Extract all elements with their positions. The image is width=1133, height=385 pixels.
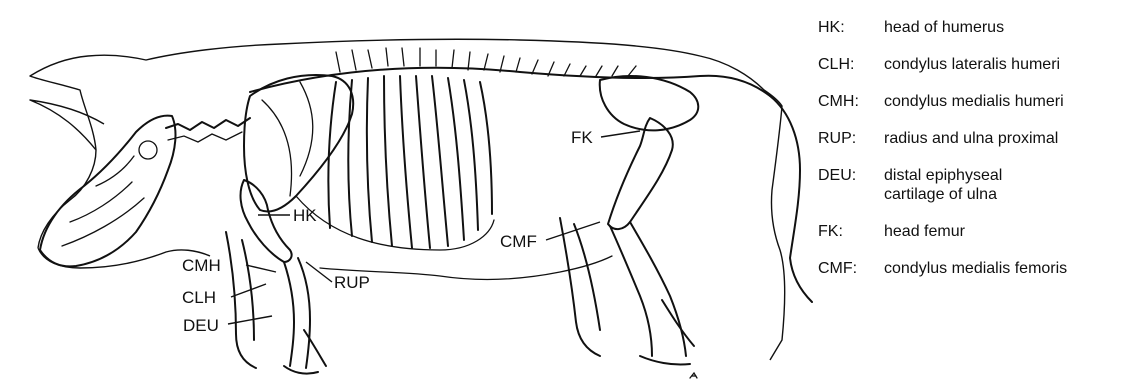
legend-abbr: CMH: <box>818 92 859 111</box>
pointer-cmh <box>246 265 276 272</box>
pointer-lines <box>228 131 640 324</box>
fore-leg-near <box>226 232 256 368</box>
hind-tibia <box>610 226 652 356</box>
artist-mark <box>690 373 697 378</box>
pelvis <box>600 76 699 130</box>
pointer-clh <box>231 284 266 297</box>
legend-desc: head of humerus <box>884 18 1130 37</box>
scapula-spine <box>262 82 313 196</box>
legend-abbr: DEU: <box>818 166 856 185</box>
pointer-cmf <box>546 222 600 240</box>
pointer-rup <box>306 262 332 282</box>
legend-desc: condylus medialis femoris <box>884 259 1130 278</box>
legend-abbr: CMF: <box>818 259 857 278</box>
pointer-fk <box>601 131 640 137</box>
hind-fibula <box>630 222 686 356</box>
hind-leg-near <box>560 218 600 356</box>
legend-desc: condylus medialis humeri <box>884 92 1130 111</box>
skull-orbit <box>139 141 157 159</box>
label-fk: FK <box>571 128 593 147</box>
pig-ear <box>30 100 104 150</box>
humerus <box>241 180 292 262</box>
legend-desc: distal epiphyseal cartilage of ulna <box>884 166 1054 204</box>
legend-abbr: CLH: <box>818 55 854 74</box>
skull <box>40 116 175 267</box>
legend-desc: radius and ulna proximal <box>884 129 1130 148</box>
legend-abbr: RUP: <box>818 129 856 148</box>
spinous-processes <box>336 48 636 76</box>
rib-cage <box>296 76 494 250</box>
neck-vertebrae-lower <box>168 132 242 142</box>
legend-desc: head femur <box>884 222 1130 241</box>
label-cmf: CMF <box>500 232 537 251</box>
label-rup: RUP <box>334 273 370 292</box>
pointer-deu <box>228 316 272 324</box>
fore-foot <box>284 330 326 374</box>
legend-abbr: HK: <box>818 18 845 37</box>
neck-vertebrae <box>166 118 250 130</box>
radius-ulna <box>284 258 310 368</box>
legend-abbr: FK: <box>818 222 843 241</box>
label-deu: DEU <box>183 316 219 335</box>
label-cmh: CMH <box>182 256 221 275</box>
label-hk: HK <box>293 206 317 225</box>
spine <box>250 68 770 96</box>
legend-desc: condylus lateralis humeri <box>884 55 1130 74</box>
label-clh: CLH <box>182 288 216 307</box>
tail <box>770 96 812 302</box>
